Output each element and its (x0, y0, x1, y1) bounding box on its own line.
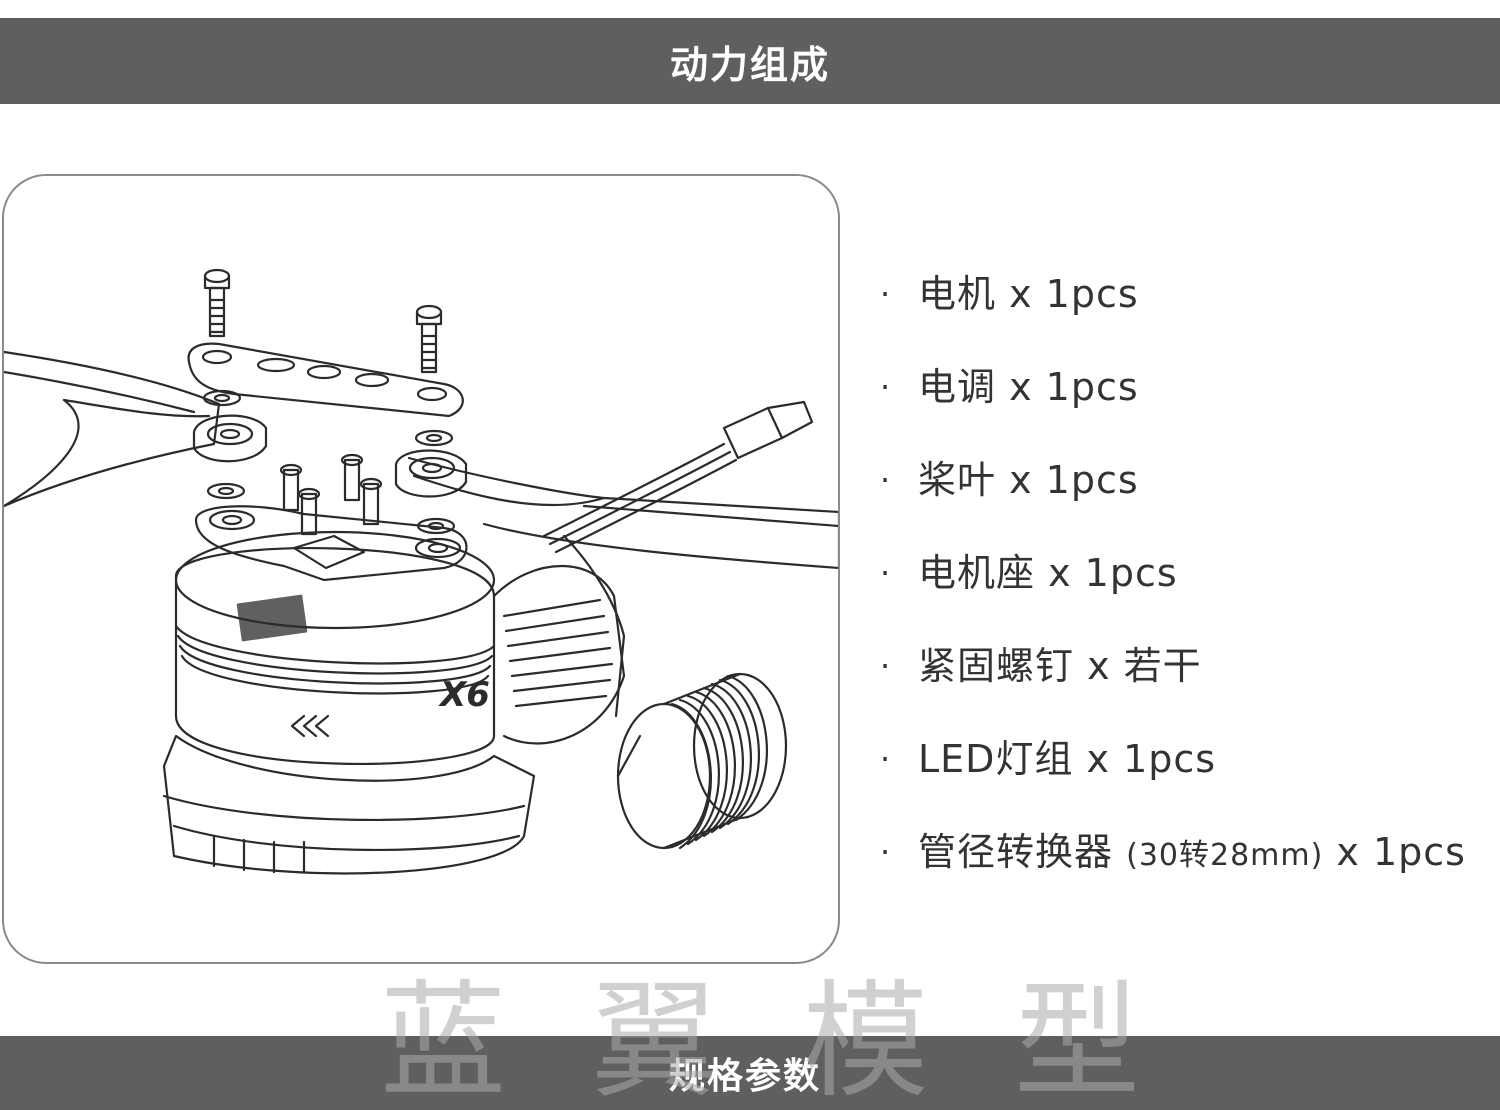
part-quantity: x 若干 (1087, 644, 1202, 688)
bullet-dot: · (880, 368, 891, 406)
motor-body: X6 (174, 530, 496, 765)
list-item: · 管径转换器 (30转28mm) x 1pcs (880, 824, 1500, 917)
tube-adapter (616, 672, 788, 850)
part-name: 紧固螺钉 (918, 644, 1075, 688)
bullet-dot: · (880, 554, 891, 592)
list-item: · 电机 x 1pcs (880, 266, 1500, 359)
motor-model-label: X6 (438, 675, 490, 715)
next-section-title: 规格参数 (668, 1056, 821, 1097)
section-header: 动力组成 (0, 18, 1500, 104)
part-quantity: x 1pcs (1009, 272, 1139, 316)
right-propeller-blade (407, 456, 838, 570)
bullet-dot: · (880, 647, 891, 685)
motor-mount-seat (194, 505, 468, 582)
part-quantity: x 1pcs (1009, 458, 1139, 502)
list-item: · 电机座 x 1pcs (880, 545, 1500, 638)
part-quantity: x 1pcs (1086, 737, 1217, 781)
part-name: LED灯组 (918, 737, 1074, 781)
part-name: 电调 (918, 365, 997, 409)
parts-list: · 电机 x 1pcs · 电调 x 1pcs · 桨叶 x 1pcs · 电机… (880, 266, 1500, 917)
top-screws (203, 268, 443, 374)
next-section-header: 规格参数 (0, 1036, 1500, 1110)
part-detail: (30转28mm) (1126, 838, 1324, 873)
part-quantity: x 1pcs (1048, 551, 1178, 595)
left-propeller-blade (4, 350, 221, 508)
part-quantity: x 1pcs (1009, 365, 1139, 409)
part-name: 管径转换器 (918, 830, 1114, 874)
heatsink (492, 565, 626, 745)
blade-hubs (192, 414, 468, 498)
list-item: · 电调 x 1pcs (880, 359, 1500, 452)
clamp-plate (187, 342, 464, 418)
bullet-dot: · (880, 461, 891, 499)
part-name: 电机 (918, 272, 997, 316)
part-name: 桨叶 (918, 458, 997, 502)
bullet-dot: · (880, 275, 891, 313)
list-item: · 桨叶 x 1pcs (880, 452, 1500, 545)
section-title: 动力组成 (669, 42, 830, 87)
signal-cable (542, 400, 814, 718)
list-item: · 紧固螺钉 x 若干 (880, 638, 1500, 731)
washers (202, 389, 456, 535)
part-name: 电机座 (918, 551, 1036, 595)
bullet-dot: · (880, 833, 891, 871)
motor-assembly-illustration: X6 (4, 268, 838, 875)
part-quantity: x 1pcs (1336, 830, 1466, 874)
esc-housing (162, 734, 536, 875)
exploded-view-diagram: X6 (2, 174, 840, 964)
list-item: · LED灯组 x 1pcs (880, 731, 1500, 824)
bullet-dot: · (880, 740, 891, 778)
mount-bolts (279, 453, 383, 536)
